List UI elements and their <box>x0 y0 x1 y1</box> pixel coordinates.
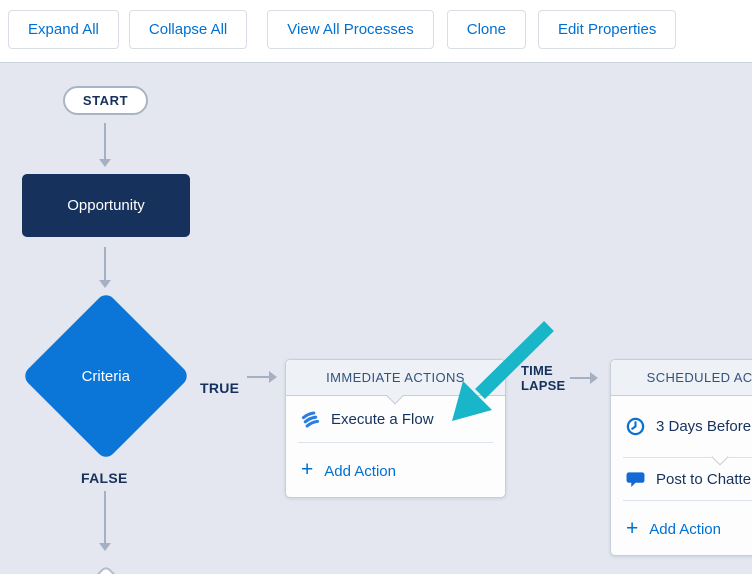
arrowhead-down-icon <box>99 280 111 288</box>
card-divider <box>298 442 493 443</box>
connector-false <box>104 491 106 543</box>
add-action-label: Add Action <box>649 521 721 538</box>
view-all-processes-button[interactable]: View All Processes <box>267 10 434 49</box>
criteria-node[interactable]: Criteria <box>21 291 191 461</box>
arrowhead-down-icon <box>99 159 111 167</box>
immediate-actions-card: IMMEDIATE ACTIONS Execute a Flow + Add A… <box>285 359 506 498</box>
scheduled-actions-card: SCHEDULED ACTIONS 3 Days Before Post to … <box>610 359 752 556</box>
card-divider <box>623 448 752 466</box>
connector-true <box>247 376 269 378</box>
arrowhead-down-icon <box>99 543 111 551</box>
trigger-object-label: Opportunity <box>67 197 145 214</box>
schedule-item-label: 3 Days Before <box>656 418 752 435</box>
clock-icon <box>626 417 645 436</box>
edit-properties-button[interactable]: Edit Properties <box>537 10 677 49</box>
action-item-post-to-chatter[interactable]: Post to Chatter <box>611 458 752 500</box>
flow-icon <box>301 410 320 428</box>
process-canvas: START Opportunity Criteria TRUE FALSE IM… <box>0 62 752 574</box>
arrowhead-right-icon <box>590 372 598 384</box>
action-item-label: Post to Chatter <box>656 470 752 488</box>
true-branch-label: TRUE <box>200 380 240 396</box>
immediate-actions-title: IMMEDIATE ACTIONS <box>326 370 465 385</box>
chatter-icon <box>626 471 645 487</box>
start-node: START <box>63 86 148 115</box>
criteria-label: Criteria <box>81 367 131 385</box>
immediate-actions-header: IMMEDIATE ACTIONS <box>286 360 505 405</box>
collapse-all-button[interactable]: Collapse All <box>128 10 248 49</box>
false-branch-label: FALSE <box>81 470 128 486</box>
scheduled-actions-header: SCHEDULED ACTIONS <box>611 360 752 396</box>
trigger-object-node[interactable]: Opportunity <box>22 174 190 237</box>
connector-time-lapse <box>570 377 590 379</box>
connector-start-object <box>104 123 106 159</box>
arrowhead-right-icon <box>269 371 277 383</box>
action-item-execute-flow[interactable]: Execute a Flow <box>286 396 505 442</box>
expand-all-button[interactable]: Expand All <box>8 10 119 49</box>
add-action-label: Add Action <box>324 462 396 480</box>
start-label: START <box>82 93 129 108</box>
add-action-button[interactable]: + Add Action <box>286 443 505 499</box>
action-item-label: Execute a Flow <box>331 410 434 428</box>
add-action-button[interactable]: + Add Action <box>611 501 752 558</box>
clone-button[interactable]: Clone <box>446 10 526 49</box>
card-divider <box>623 500 752 501</box>
next-criteria-node-partial[interactable] <box>74 564 138 574</box>
time-lapse-label: TIME LAPSE <box>521 363 566 393</box>
plus-icon: + <box>301 458 314 481</box>
scheduled-actions-title: SCHEDULED ACTIONS <box>646 370 752 385</box>
connector-object-criteria <box>104 247 106 280</box>
plus-icon: + <box>626 516 639 540</box>
schedule-item-3-days-before[interactable]: 3 Days Before <box>611 396 752 457</box>
toolbar: Expand All Collapse All View All Process… <box>0 0 752 62</box>
